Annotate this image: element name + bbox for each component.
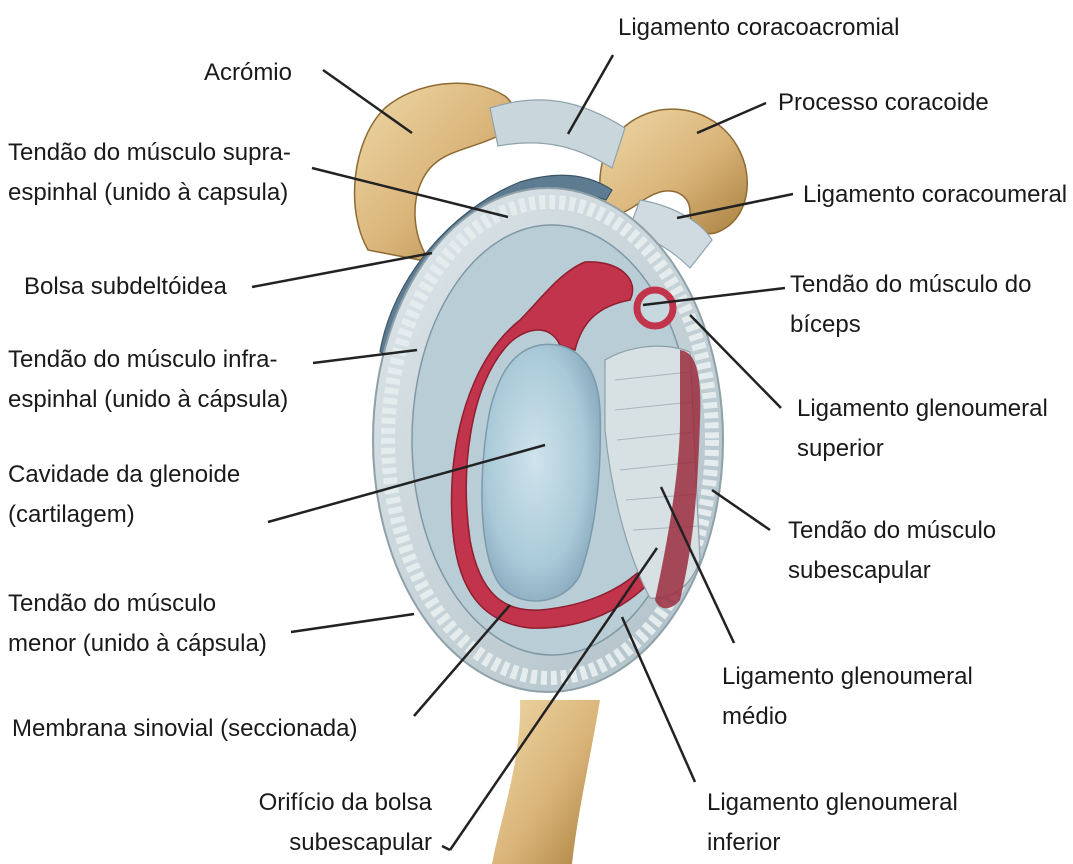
label-ligamento-coracoumeral: Ligamento coracoumeral	[803, 175, 1067, 215]
label-tendao-subescapular: Tendão do músculo subescapular	[788, 511, 996, 591]
label-bolsa-subdeltoidea: Bolsa subdeltóidea	[24, 267, 227, 307]
label-tendao-supraespinhal: Tendão do músculo supra- espinhal (unido…	[8, 133, 291, 213]
label-tendao-infraespinhal: Tendão do músculo infra- espinhal (unido…	[8, 340, 288, 420]
glenoid-cavity	[482, 344, 600, 601]
biceps-tendon	[637, 290, 673, 326]
label-ligamento-glenoumeral-medio: Ligamento glenoumeral médio	[722, 657, 973, 737]
label-orificio-bolsa-subescapular: Orifício da bolsa subescapular	[232, 783, 432, 863]
label-processo-coracoide: Processo coracoide	[778, 83, 989, 123]
coracoacromial-ligament	[490, 100, 625, 168]
label-ligamento-coracoacromial: Ligamento coracoacromial	[618, 8, 899, 48]
scapula-neck	[492, 700, 600, 864]
label-ligamento-glenoumeral-inferior: Ligamento glenoumeral inferior	[707, 783, 958, 863]
label-membrana-sinovial: Membrana sinovial (seccionada)	[12, 709, 358, 749]
label-tendao-biceps: Tendão do músculo do bíceps	[790, 265, 1032, 345]
label-ligamento-glenoumeral-superior: Ligamento glenoumeral superior	[797, 389, 1048, 469]
label-tendao-redondo-menor: Tendão do músculo menor (unido à cápsula…	[8, 584, 267, 664]
label-cavidade-glenoide: Cavidade da glenoide (cartilagem)	[8, 455, 240, 535]
label-acromio: Acrómio	[160, 53, 292, 93]
